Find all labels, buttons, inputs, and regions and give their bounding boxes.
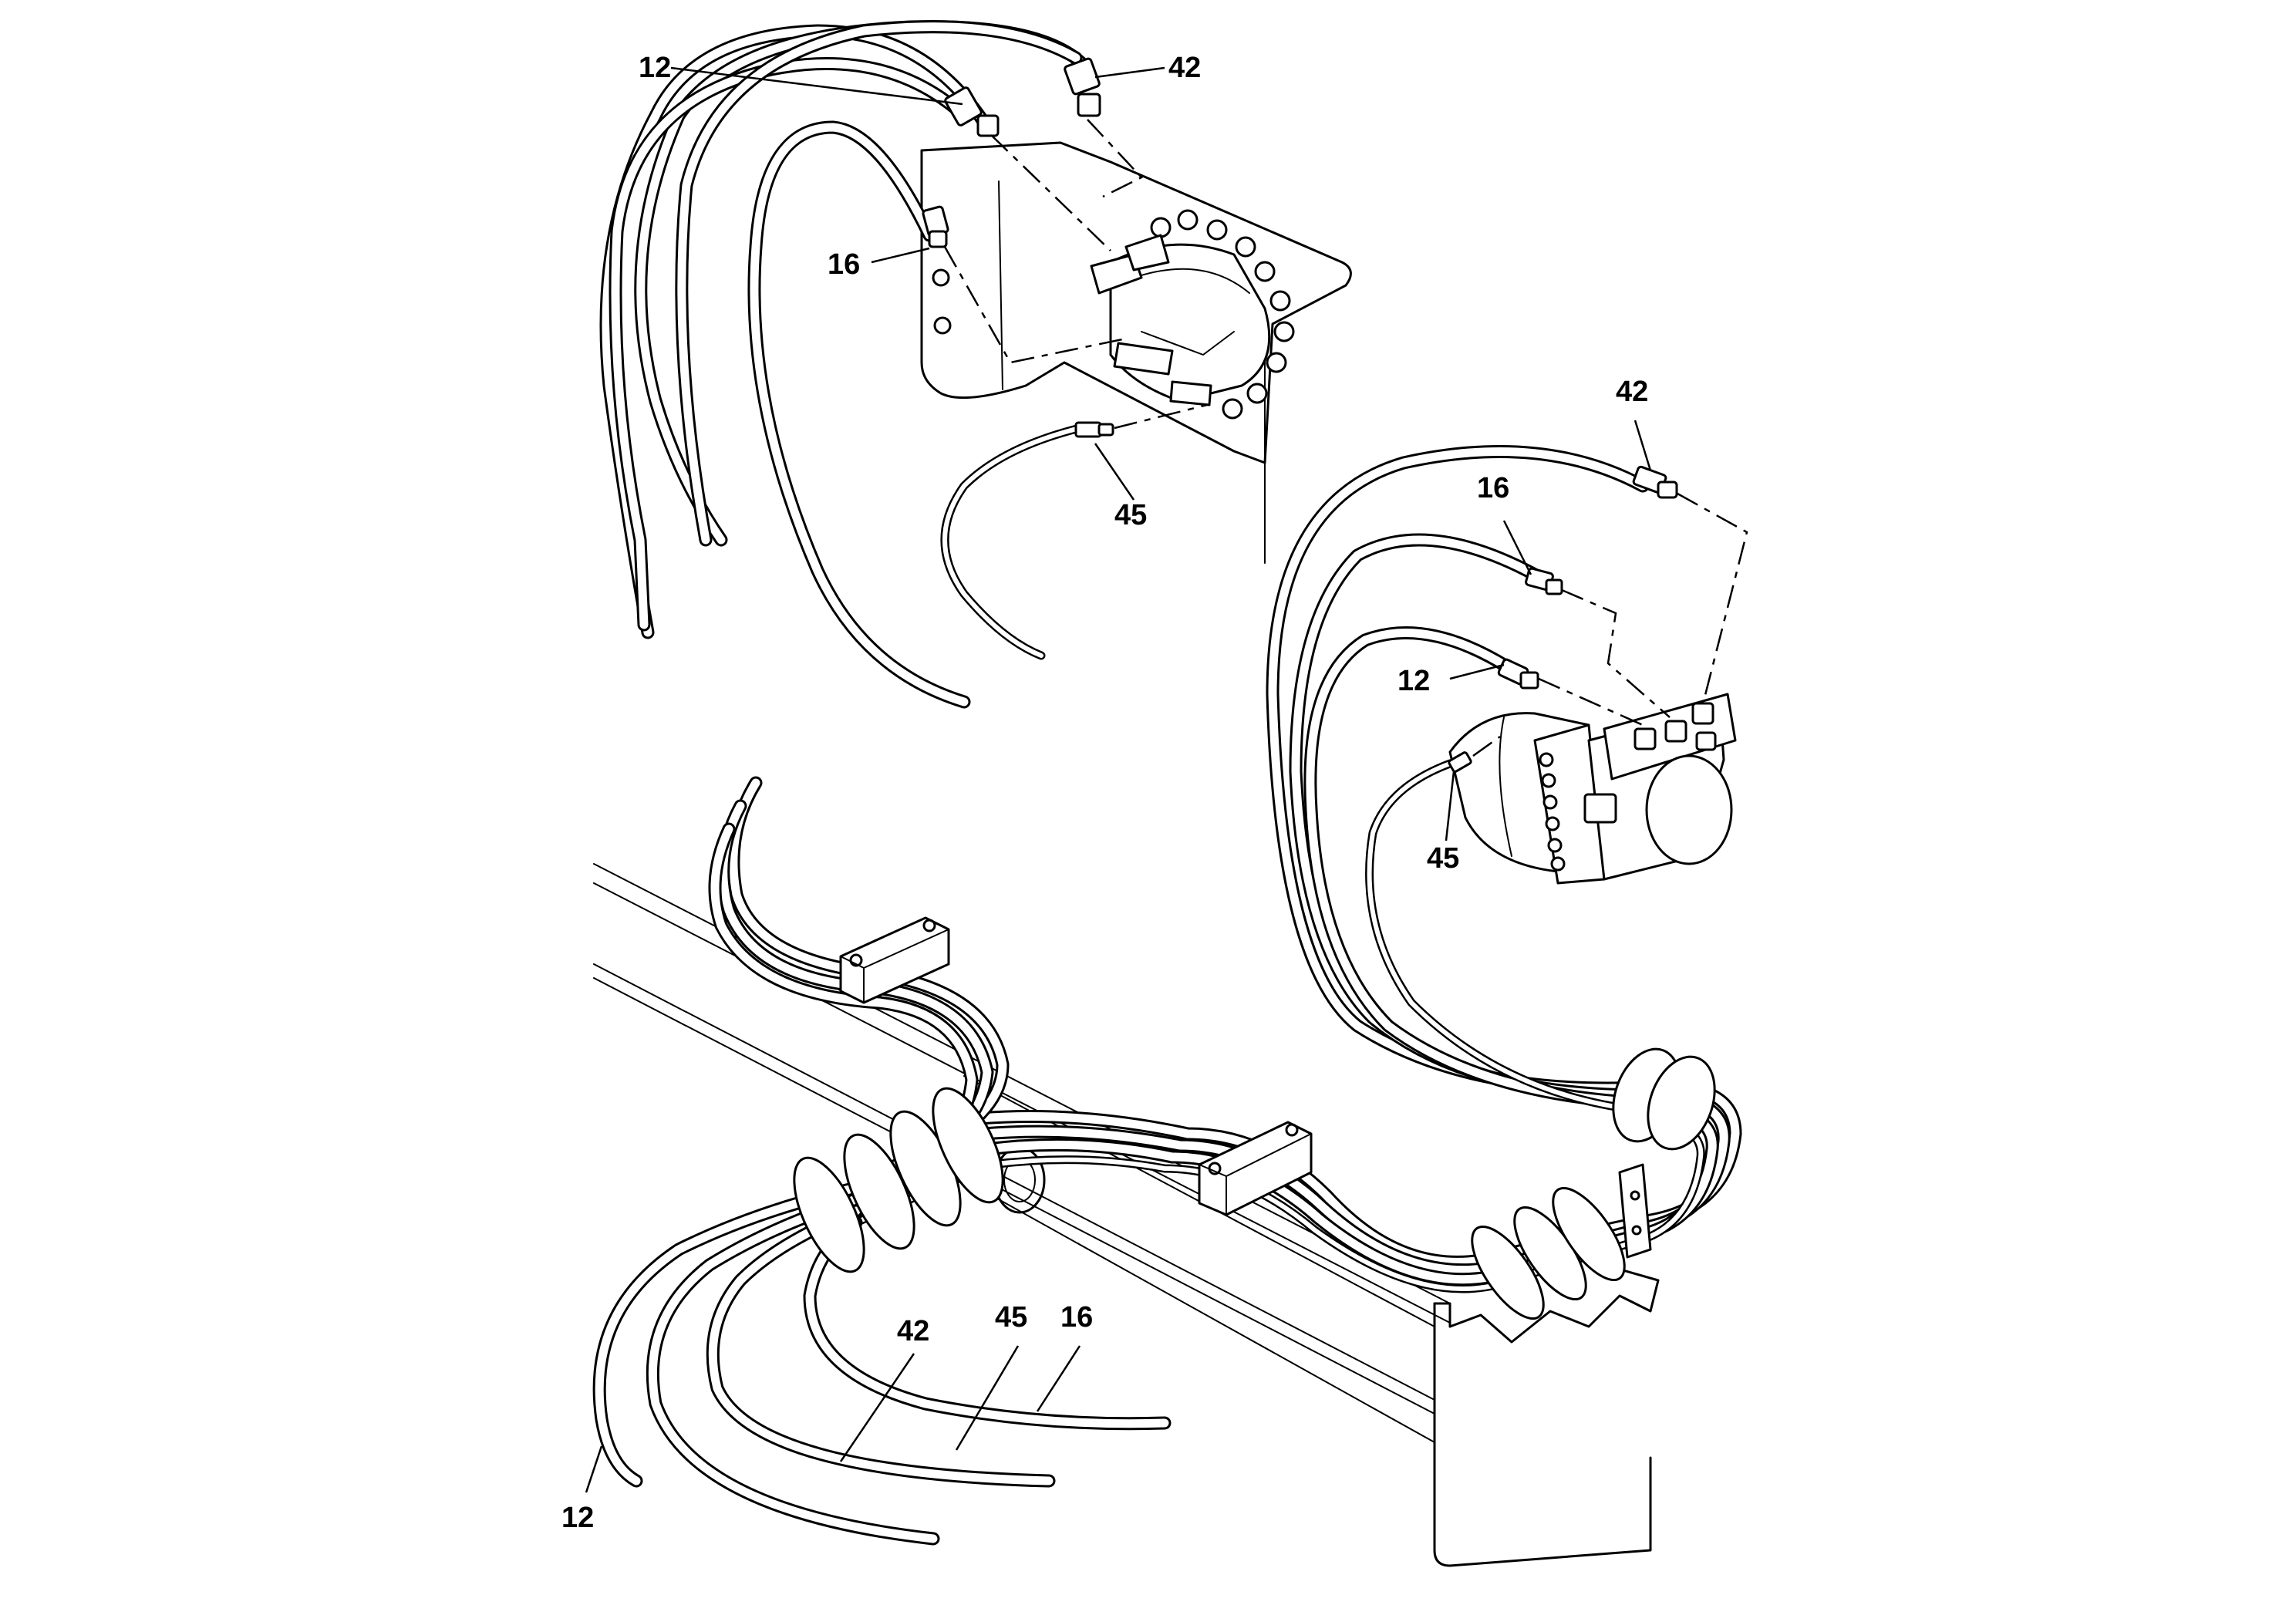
hose-clamps xyxy=(793,916,1716,1320)
valve-bolts xyxy=(1150,209,1295,420)
callout-top-42: 42 xyxy=(1168,52,1201,84)
callout-labels: 12 42 16 45 42 16 12 45 42 45 16 12 xyxy=(561,52,1648,1534)
motor-ports xyxy=(1633,702,1717,751)
callout-bottom-16: 16 xyxy=(1060,1301,1093,1334)
callout-top-45: 45 xyxy=(1114,499,1147,531)
right-fittings xyxy=(1448,465,1678,773)
callout-right-45: 45 xyxy=(1427,842,1459,875)
top-fittings xyxy=(922,57,1114,438)
top-hose-12-and-42 xyxy=(599,20,1094,639)
wrap-sleeve-right-top xyxy=(1612,1047,1716,1151)
main-hose-bundle xyxy=(592,444,1742,1546)
callout-right-16: 16 xyxy=(1477,472,1509,504)
right-motor-unit xyxy=(1448,693,1737,885)
top-valve-block xyxy=(1090,209,1295,420)
top-tube-45 xyxy=(940,423,1084,660)
top-hose-16 xyxy=(747,120,971,709)
callout-right-12: 12 xyxy=(1397,665,1430,697)
motor-flange-bolts xyxy=(1539,752,1566,872)
wrap-sleeves-left xyxy=(793,1087,1004,1273)
callout-right-42: 42 xyxy=(1616,376,1648,408)
right-connection-lines xyxy=(1472,492,1748,757)
leader-lines xyxy=(585,66,1652,1493)
callout-bottom-12: 12 xyxy=(561,1502,594,1534)
callout-bottom-42: 42 xyxy=(897,1315,929,1347)
callout-top-16: 16 xyxy=(828,248,860,281)
clamp-block-upper-left xyxy=(839,916,950,1004)
wrap-sleeves-right-bottom xyxy=(1471,1186,1626,1320)
callout-bottom-45: 45 xyxy=(995,1301,1027,1334)
top-connection-lines xyxy=(943,119,1208,430)
callout-top-12: 12 xyxy=(639,52,671,84)
clamp-block-middle xyxy=(1198,1121,1313,1216)
clamp-bracket-right xyxy=(1618,1163,1652,1259)
